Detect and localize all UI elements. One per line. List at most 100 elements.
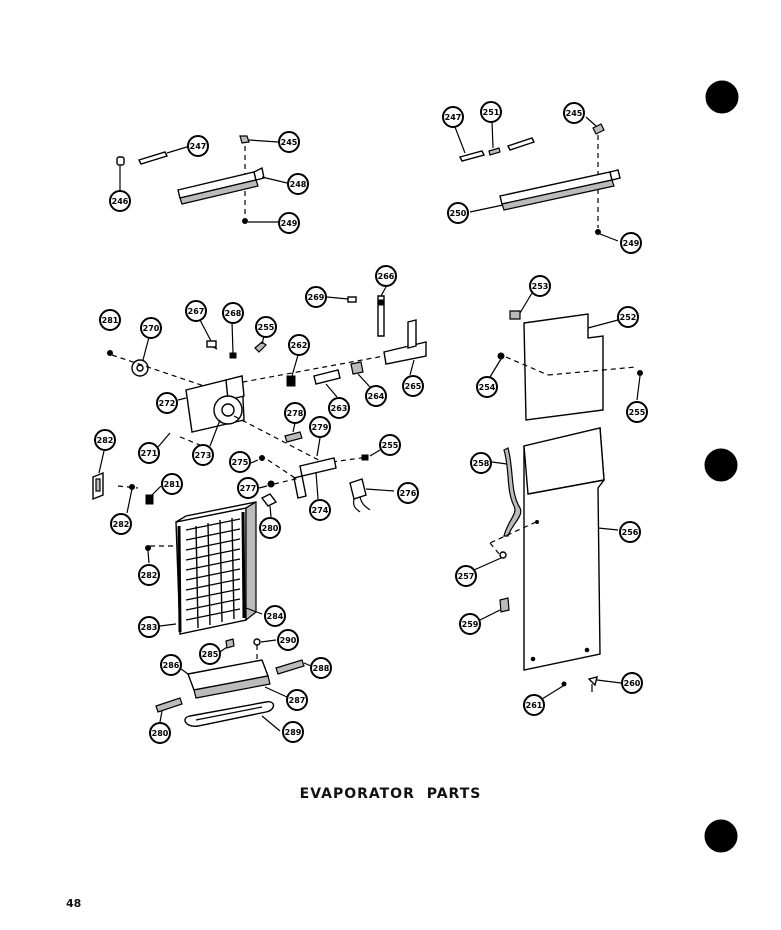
callout-280: 280 — [149, 722, 171, 744]
callout-label: 289 — [285, 728, 302, 737]
callout-label: 282 — [113, 520, 130, 529]
callout-label: 259 — [462, 620, 479, 629]
binder-hole-top — [705, 80, 739, 114]
callout-278: 278 — [284, 402, 306, 424]
callout-bubble — [199, 643, 221, 665]
callout-bubble — [563, 102, 585, 124]
callout-bubble — [309, 416, 331, 438]
callout-253: 253 — [529, 275, 551, 297]
callout-257: 257 — [455, 565, 477, 587]
callout-258: 258 — [470, 452, 492, 474]
callout-bubble — [288, 334, 310, 356]
callout-251: 251 — [480, 101, 502, 123]
diagram-caption: EVAPORATOR PARTS — [299, 786, 482, 802]
fan-motor-assembly — [107, 286, 427, 518]
callout-288: 288 — [310, 657, 332, 679]
callout-bubble — [459, 613, 481, 635]
callout-277: 277 — [237, 477, 259, 499]
callout-bubble — [185, 300, 207, 322]
callout-bubble — [365, 385, 387, 407]
callout-label: 265 — [405, 382, 422, 391]
callout-label: 261 — [526, 701, 543, 710]
callout-label: 279 — [312, 423, 329, 432]
callout-label: 282 — [97, 436, 114, 445]
callout-label: 270 — [143, 324, 160, 333]
binder-hole-middle — [704, 448, 738, 482]
callout-label: 251 — [483, 108, 500, 117]
callout-281: 281 — [161, 473, 183, 495]
callout-280: 280 — [259, 517, 281, 539]
callout-bubble — [237, 477, 259, 499]
callout-bubble — [259, 517, 281, 539]
callout-label: 245 — [566, 109, 583, 118]
callout-264: 264 — [365, 385, 387, 407]
callout-265: 265 — [402, 375, 424, 397]
callout-246: 246 — [109, 190, 131, 212]
callout-label: 256 — [622, 528, 639, 537]
callout-261: 261 — [523, 694, 545, 716]
callout-label: 264 — [368, 392, 385, 401]
callout-275: 275 — [229, 451, 251, 473]
callout-label: 255 — [382, 441, 399, 450]
callout-label: 260 — [624, 679, 641, 688]
callout-bubble — [278, 212, 300, 234]
evaporator-cover-panels — [473, 292, 643, 700]
callout-276: 276 — [397, 482, 419, 504]
callout-271: 271 — [138, 442, 160, 464]
callout-247: 247 — [442, 106, 464, 128]
callout-bubble — [470, 452, 492, 474]
callout-bubble — [402, 375, 424, 397]
callout-label: 288 — [313, 664, 330, 673]
callout-249: 249 — [620, 232, 642, 254]
callout-label: 283 — [141, 623, 158, 632]
callout-label: 262 — [291, 341, 308, 350]
callout-247: 247 — [187, 135, 209, 157]
binder-hole-bottom — [704, 819, 738, 853]
callout-bubble — [277, 629, 299, 651]
callout-bubble — [156, 392, 178, 414]
callout-label: 248 — [290, 180, 307, 189]
callout-label: 245 — [281, 138, 298, 147]
callout-bubble — [138, 616, 160, 638]
callout-label: 287 — [289, 696, 306, 705]
callout-label: 275 — [232, 458, 249, 467]
callout-label: 253 — [532, 282, 549, 291]
callout-label: 284 — [267, 612, 284, 621]
callout-label: 285 — [202, 650, 219, 659]
page-number: 48 — [66, 897, 82, 910]
callout-label: 277 — [240, 484, 257, 493]
callout-262: 262 — [288, 334, 310, 356]
callout-bubble — [480, 101, 502, 123]
callout-267: 267 — [185, 300, 207, 322]
callout-label: 266 — [378, 272, 395, 281]
callout-label: 257 — [458, 572, 475, 581]
callout-label: 249 — [281, 219, 298, 228]
callout-255: 255 — [626, 401, 648, 423]
callout-289: 289 — [282, 721, 304, 743]
callout-label: 249 — [623, 239, 640, 248]
callout-282: 282 — [138, 564, 160, 586]
callout-285: 285 — [199, 643, 221, 665]
callout-252: 252 — [617, 306, 639, 328]
callout-bubble — [187, 135, 209, 157]
callout-273: 273 — [192, 444, 214, 466]
callout-bubble — [476, 376, 498, 398]
callout-282: 282 — [94, 429, 116, 451]
callout-label: 254 — [479, 383, 496, 392]
callout-282: 282 — [110, 513, 132, 535]
callout-270: 270 — [140, 317, 162, 339]
callout-label: 247 — [445, 113, 462, 122]
callout-label: 278 — [287, 409, 304, 418]
callout-274: 274 — [309, 499, 331, 521]
callout-bubble — [282, 721, 304, 743]
callout-272: 272 — [156, 392, 178, 414]
callout-bubble — [287, 173, 309, 195]
callout-bubble — [620, 232, 642, 254]
callout-bubble — [99, 309, 121, 331]
drain-assembly — [155, 638, 312, 732]
callout-269: 269 — [305, 286, 327, 308]
callout-bubble — [328, 397, 350, 419]
callout-bubble — [138, 442, 160, 464]
callout-256: 256 — [619, 521, 641, 543]
